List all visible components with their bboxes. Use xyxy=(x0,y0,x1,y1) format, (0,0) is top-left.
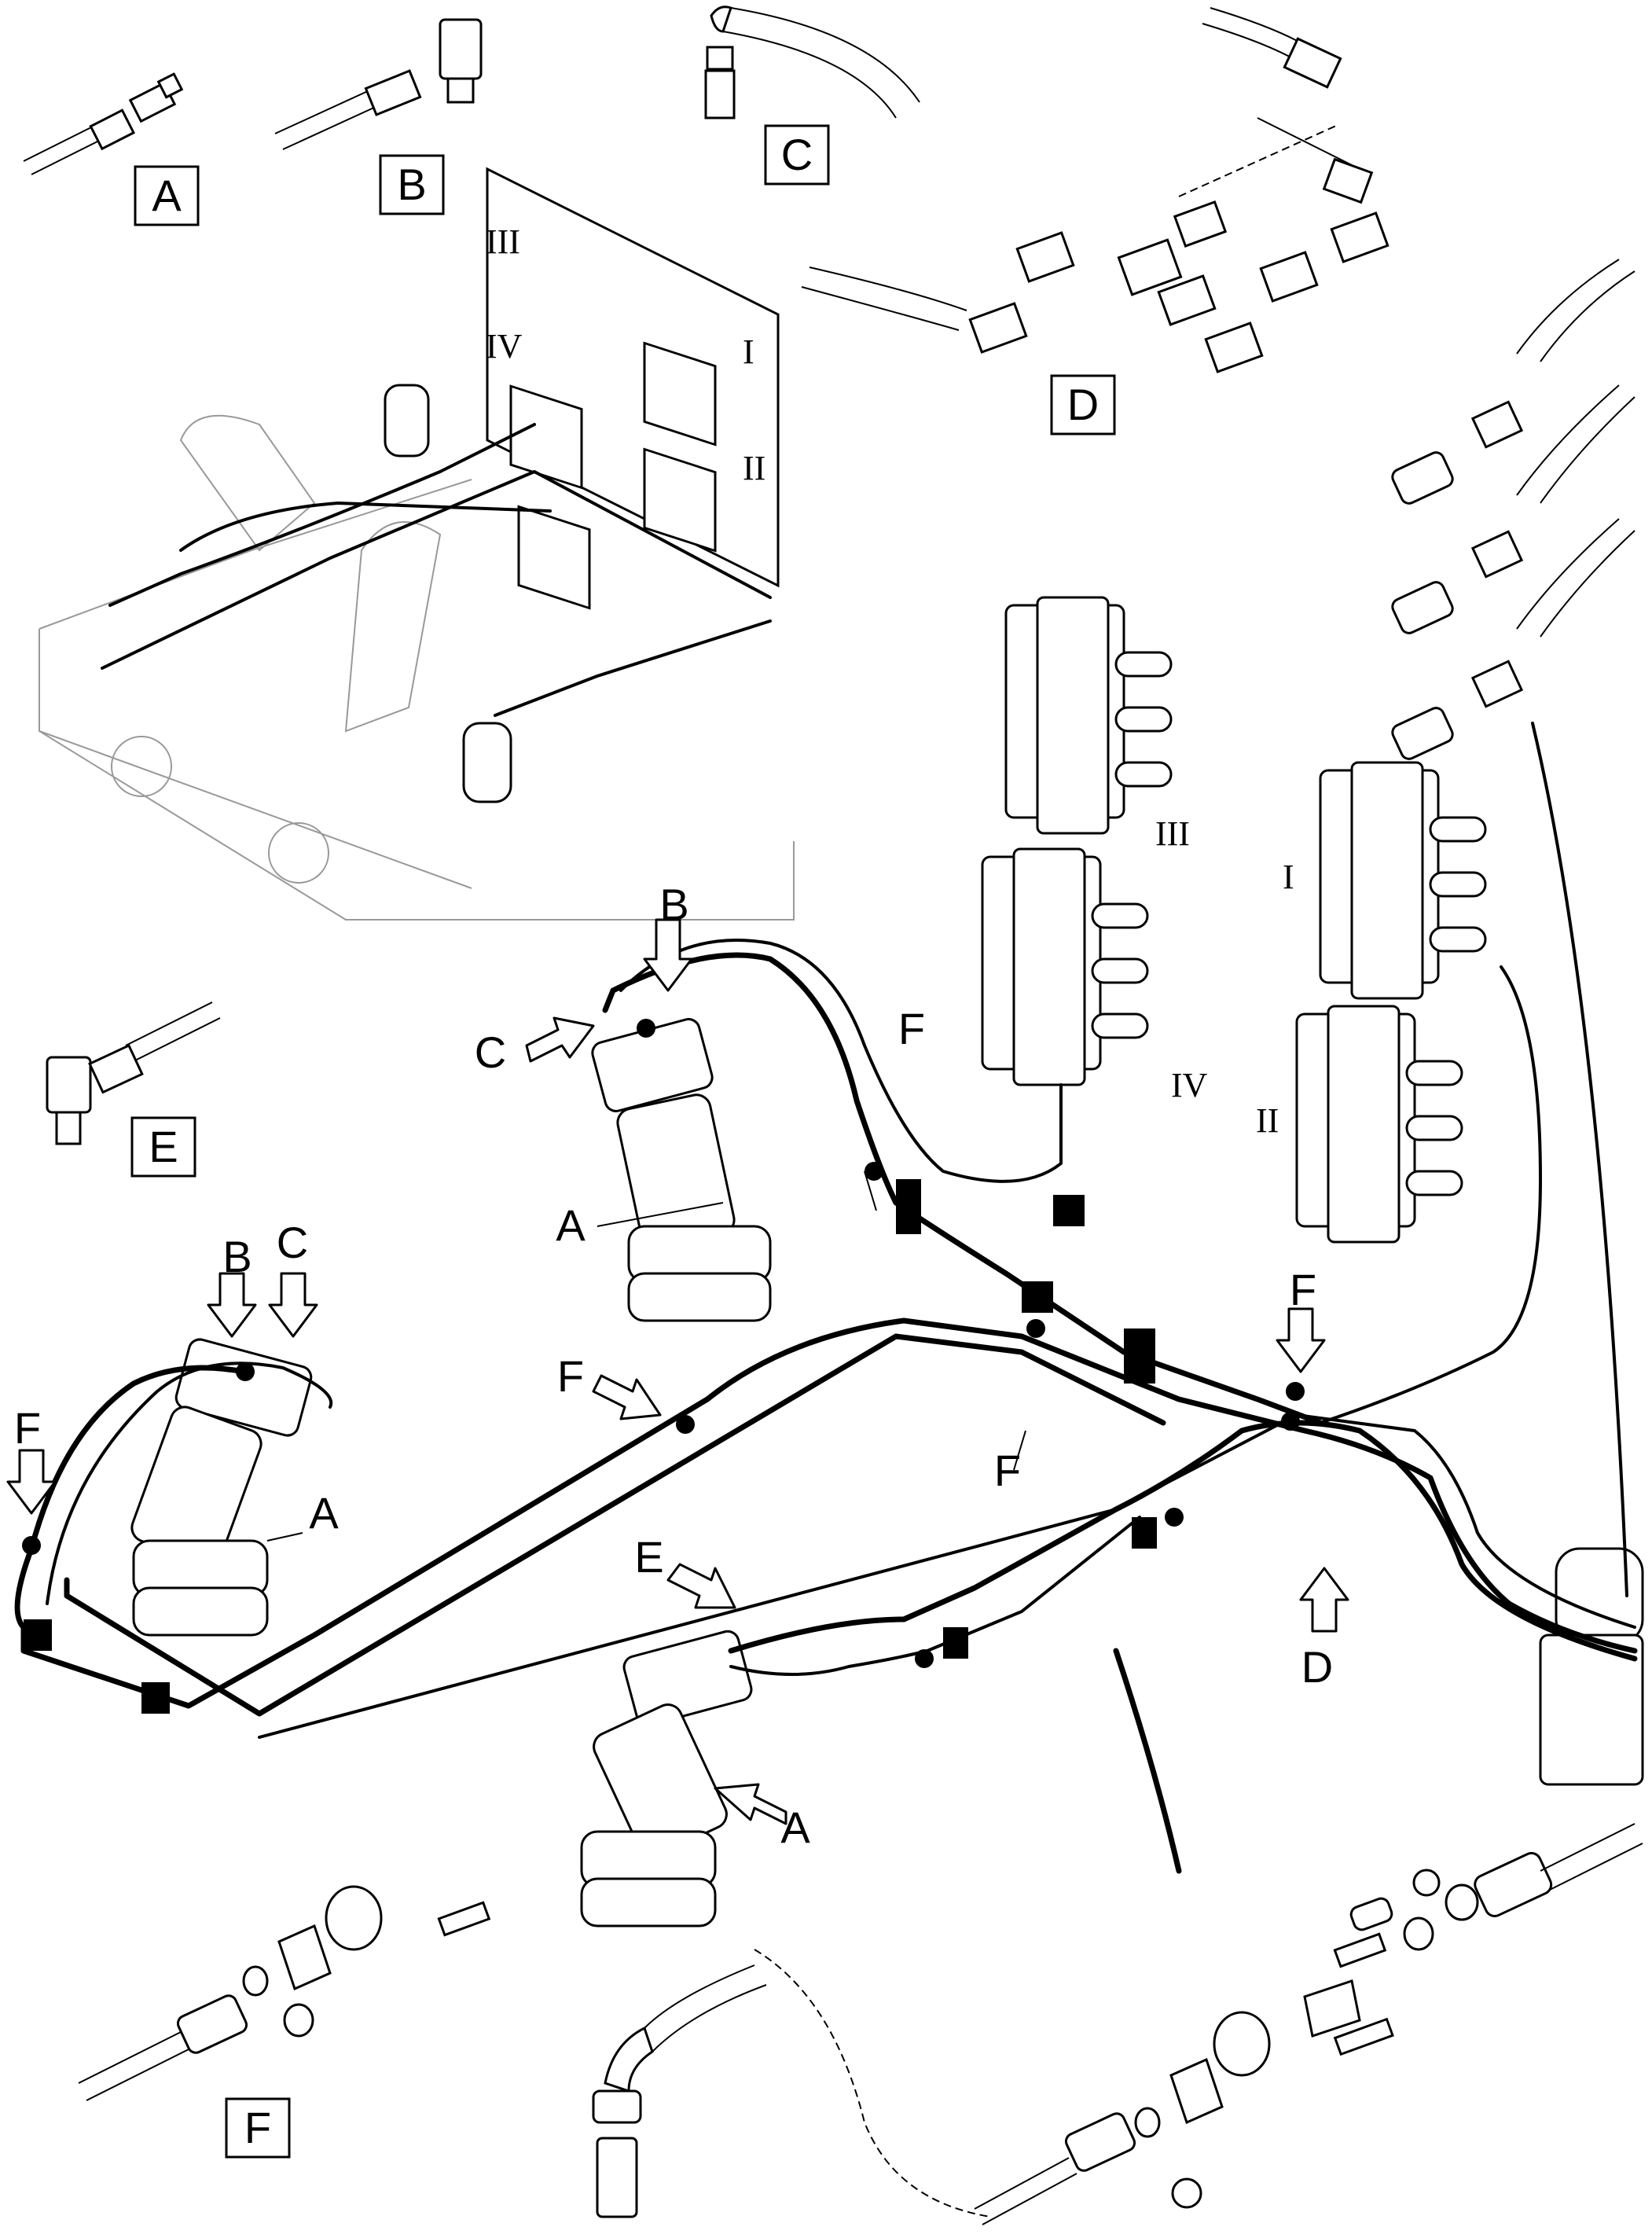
arrow-upper-b xyxy=(643,918,693,992)
callout-left-a: A xyxy=(309,1488,339,1538)
valve-bank-iii xyxy=(1004,596,1173,835)
callout-upper-a: A xyxy=(556,1200,586,1250)
callout-right-d: D xyxy=(1301,1642,1333,1692)
detail-f-elbow-hose xyxy=(592,1949,991,2218)
detail-f-flange-kit-left xyxy=(78,1885,491,2101)
legend-box-a: A xyxy=(134,165,200,226)
hose-routing xyxy=(14,722,1638,1874)
valve-bank-ii xyxy=(1295,1005,1463,1244)
motor-left xyxy=(130,1338,313,1637)
valve-bank-label-i: I xyxy=(1283,858,1294,896)
arrow-right-d xyxy=(1299,1567,1349,1633)
motor-lower xyxy=(580,1630,753,1927)
small-panel-label-iii: III xyxy=(486,222,520,261)
detail-e-banjo-fitting xyxy=(46,1001,221,1145)
arrow-left-c xyxy=(268,1272,318,1338)
callout-left-c: C xyxy=(277,1218,308,1267)
callout-upper-f: F xyxy=(898,1004,925,1053)
right-hose-assemblies xyxy=(1391,259,1635,760)
valve-bank-i xyxy=(1319,761,1487,1000)
small-panel-label-i: I xyxy=(743,333,754,371)
arrow-upper-c xyxy=(525,1016,595,1063)
callout-lower-a: A xyxy=(780,1803,810,1852)
legend-box-b-label: B xyxy=(397,160,426,209)
legend-box-d: D xyxy=(1050,374,1116,435)
callout-arrows xyxy=(6,918,1349,1825)
callout-right-f: F xyxy=(1290,1265,1316,1314)
arrow-left-b xyxy=(207,1272,257,1338)
legend-box-d-label: D xyxy=(1067,380,1099,429)
detail-c-elbow-fitting xyxy=(704,6,920,119)
valve-bank-label-iv: IV xyxy=(1171,1066,1208,1104)
callout-left-b: B xyxy=(222,1232,251,1281)
arrow-left-f xyxy=(6,1449,57,1515)
callout-mid-f: F xyxy=(557,1351,584,1401)
small-panel-label-iv: IV xyxy=(486,327,523,366)
arrow-right-f xyxy=(1276,1307,1326,1373)
arrow-lower-a xyxy=(714,1783,787,1825)
callout-left-f: F xyxy=(14,1403,41,1453)
pump-right xyxy=(1539,1547,1644,1786)
callout-upper-c: C xyxy=(475,1027,506,1077)
valve-bank-iv xyxy=(981,847,1149,1086)
callout-center-f: F xyxy=(994,1446,1021,1495)
legend-box-f: F xyxy=(225,2097,291,2159)
callout-lower-e: E xyxy=(634,1532,663,1582)
upper-chassis-overview xyxy=(39,167,795,921)
legend-box-a-label: A xyxy=(152,171,182,220)
arrow-mid-f xyxy=(592,1374,662,1420)
legend-box-e-label: E xyxy=(149,1122,178,1171)
detail-a-hose-fitting xyxy=(23,72,184,175)
legend-box-c: C xyxy=(764,124,830,186)
detail-b-swivel-fitting xyxy=(274,18,483,150)
legend-box-c-label: C xyxy=(781,130,813,179)
arrow-lower-e xyxy=(666,1563,736,1609)
motor-upper xyxy=(591,1018,772,1322)
valve-bank-label-iii: III xyxy=(1155,814,1190,853)
detail-d-tee-fittings xyxy=(801,7,1390,373)
valve-bank-label-ii: II xyxy=(1256,1101,1279,1140)
callout-upper-b: B xyxy=(659,880,688,929)
legend-box-b: B xyxy=(379,154,445,215)
detail-f-flange-kit-right xyxy=(974,1823,1643,2225)
legend-box-f-label: F xyxy=(244,2103,271,2152)
legend-box-e: E xyxy=(130,1116,196,1178)
small-panel-label-ii: II xyxy=(743,449,765,487)
